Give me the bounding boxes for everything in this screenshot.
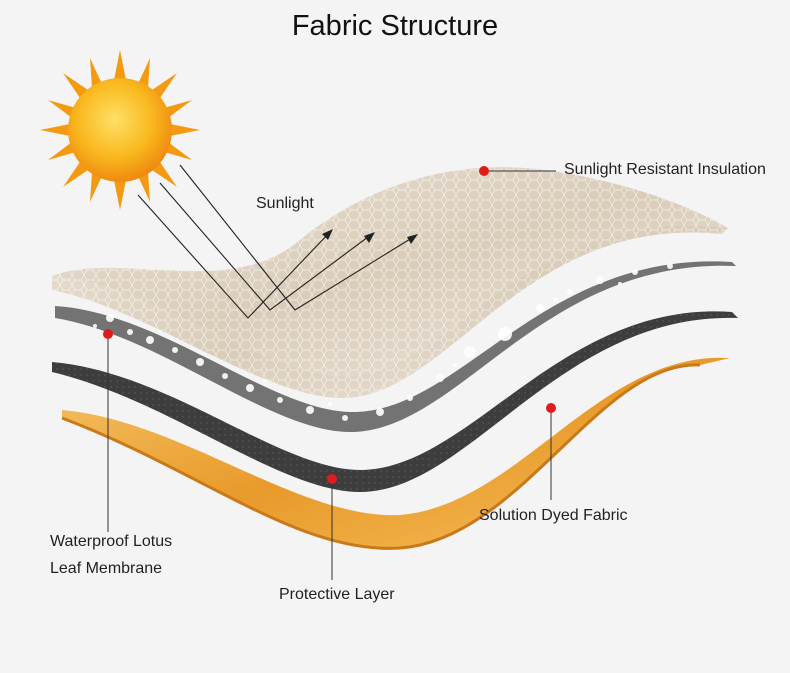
marker-dot-icon — [103, 166, 556, 484]
sunlight-rays — [137, 164, 416, 319]
sunlight-label: Sunlight — [256, 195, 314, 212]
sunlight-resistant-insulation-label: Sunlight Resistant Insulation — [564, 161, 766, 178]
solution-dyed-fabric-edge — [61, 363, 701, 550]
waterproof-label-line1: Waterproof Lotus — [50, 533, 173, 550]
waterproof-label-line2: Leaf Membrane — [50, 560, 163, 577]
water-droplets — [93, 263, 673, 421]
waterproof-membrane-shape — [55, 261, 736, 432]
solution-dyed-fabric-layer — [62, 357, 730, 549]
arrow-icon — [322, 229, 418, 244]
insulation-top-hex — [52, 167, 728, 377]
sun-icon — [40, 50, 200, 210]
solution-dyed-fabric-label: Solution Dyed Fabric — [479, 507, 628, 524]
leader-lines — [107, 170, 556, 580]
protective-layer-label: Protective Layer — [279, 586, 395, 603]
insulation-layer-hex — [52, 225, 728, 399]
diagram-title: Fabric Structure — [291, 10, 499, 42]
